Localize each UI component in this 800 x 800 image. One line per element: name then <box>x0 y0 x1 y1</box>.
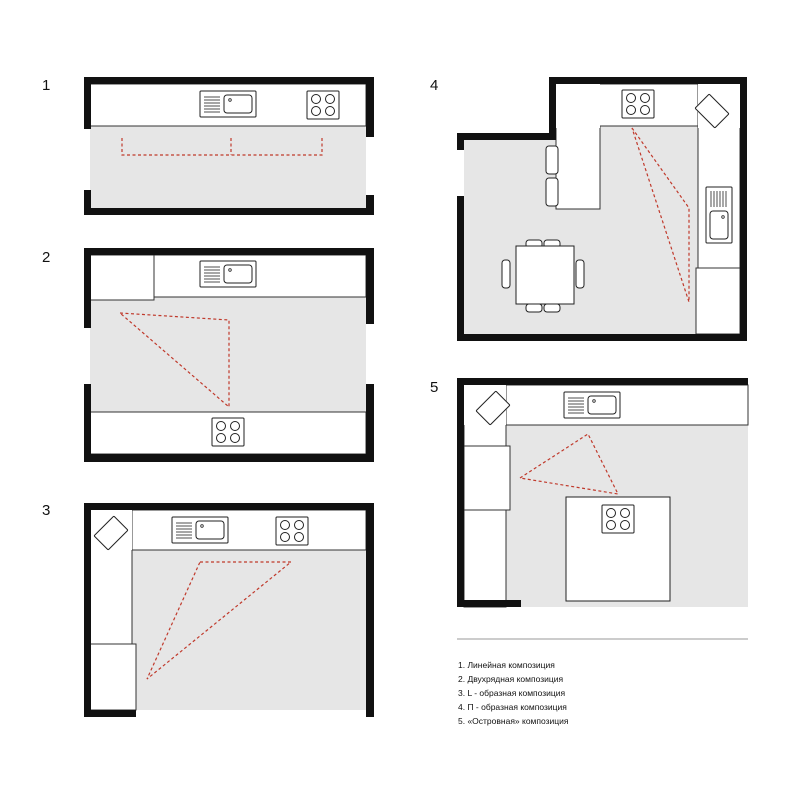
layout-two-row: 2 <box>42 248 374 462</box>
sink-icon <box>563 391 621 419</box>
dining-table <box>501 239 585 313</box>
wall <box>84 384 91 462</box>
wall <box>84 190 91 215</box>
diagram-number-4: 4 <box>430 77 438 94</box>
hob-icon <box>211 417 245 447</box>
layout-linear: 1 <box>42 77 374 215</box>
wall <box>84 248 374 255</box>
wall <box>740 77 747 341</box>
wall <box>84 77 374 84</box>
wall <box>366 77 374 137</box>
sink-icon <box>199 260 257 288</box>
diagram-number-1: 1 <box>42 77 50 94</box>
wall <box>366 195 374 215</box>
corner-appliance-icon <box>93 515 129 551</box>
wall <box>549 77 556 140</box>
diagram-number-3: 3 <box>42 502 50 519</box>
legend-item-5: 5. «Островная» композиция <box>458 716 569 726</box>
legend-item-3: 3. L - образная композиция <box>458 688 566 698</box>
legend: 1. Линейная композиция 2. Двухрядная ком… <box>458 660 569 726</box>
sink-icon <box>171 516 229 544</box>
layout-u-shaped: 4 <box>430 77 747 341</box>
diagram-number-5: 5 <box>430 379 438 396</box>
layout-island: 5 <box>430 378 749 608</box>
sink-icon <box>705 186 733 244</box>
wall <box>366 248 374 324</box>
wall <box>84 77 91 129</box>
wall <box>84 454 374 462</box>
hob-icon <box>601 504 635 534</box>
wall <box>457 334 747 341</box>
counter-peninsula <box>555 125 601 210</box>
corner <box>556 84 600 128</box>
cabinet <box>695 267 741 335</box>
hob-icon <box>275 516 309 546</box>
cabinet <box>89 643 137 711</box>
wall <box>457 133 556 140</box>
work-triangle <box>631 127 690 303</box>
wall <box>84 503 91 717</box>
wall <box>366 384 374 462</box>
corner-appliance-icon <box>694 93 730 129</box>
cabinet <box>89 254 155 301</box>
wall <box>457 378 748 385</box>
legend-item-4: 4. П - образная композиция <box>458 702 567 712</box>
hob-icon <box>621 89 655 119</box>
wall <box>84 208 374 215</box>
diagram-number-2: 2 <box>42 249 50 266</box>
floor <box>464 139 740 334</box>
cabinet <box>463 445 511 511</box>
work-triangle <box>518 433 620 495</box>
layout-l-shaped: 3 <box>42 502 374 717</box>
wall <box>366 503 374 717</box>
wall <box>549 77 747 84</box>
work-line <box>121 138 323 156</box>
work-triangle <box>146 561 293 680</box>
sink-icon <box>199 90 257 118</box>
legend-item-2: 2. Двухрядная композиция <box>458 674 563 684</box>
wall <box>457 133 464 150</box>
wall <box>84 710 136 717</box>
wall <box>84 248 91 328</box>
legend-item-1: 1. Линейная композиция <box>458 660 555 670</box>
stool-icon <box>545 145 559 175</box>
wall <box>84 503 374 510</box>
wall <box>457 600 521 607</box>
wall <box>457 378 464 607</box>
wall <box>457 196 464 341</box>
hob-icon <box>306 90 340 120</box>
stool-icon <box>545 177 559 207</box>
table-icon <box>515 245 575 305</box>
corner-appliance-icon <box>475 390 511 426</box>
